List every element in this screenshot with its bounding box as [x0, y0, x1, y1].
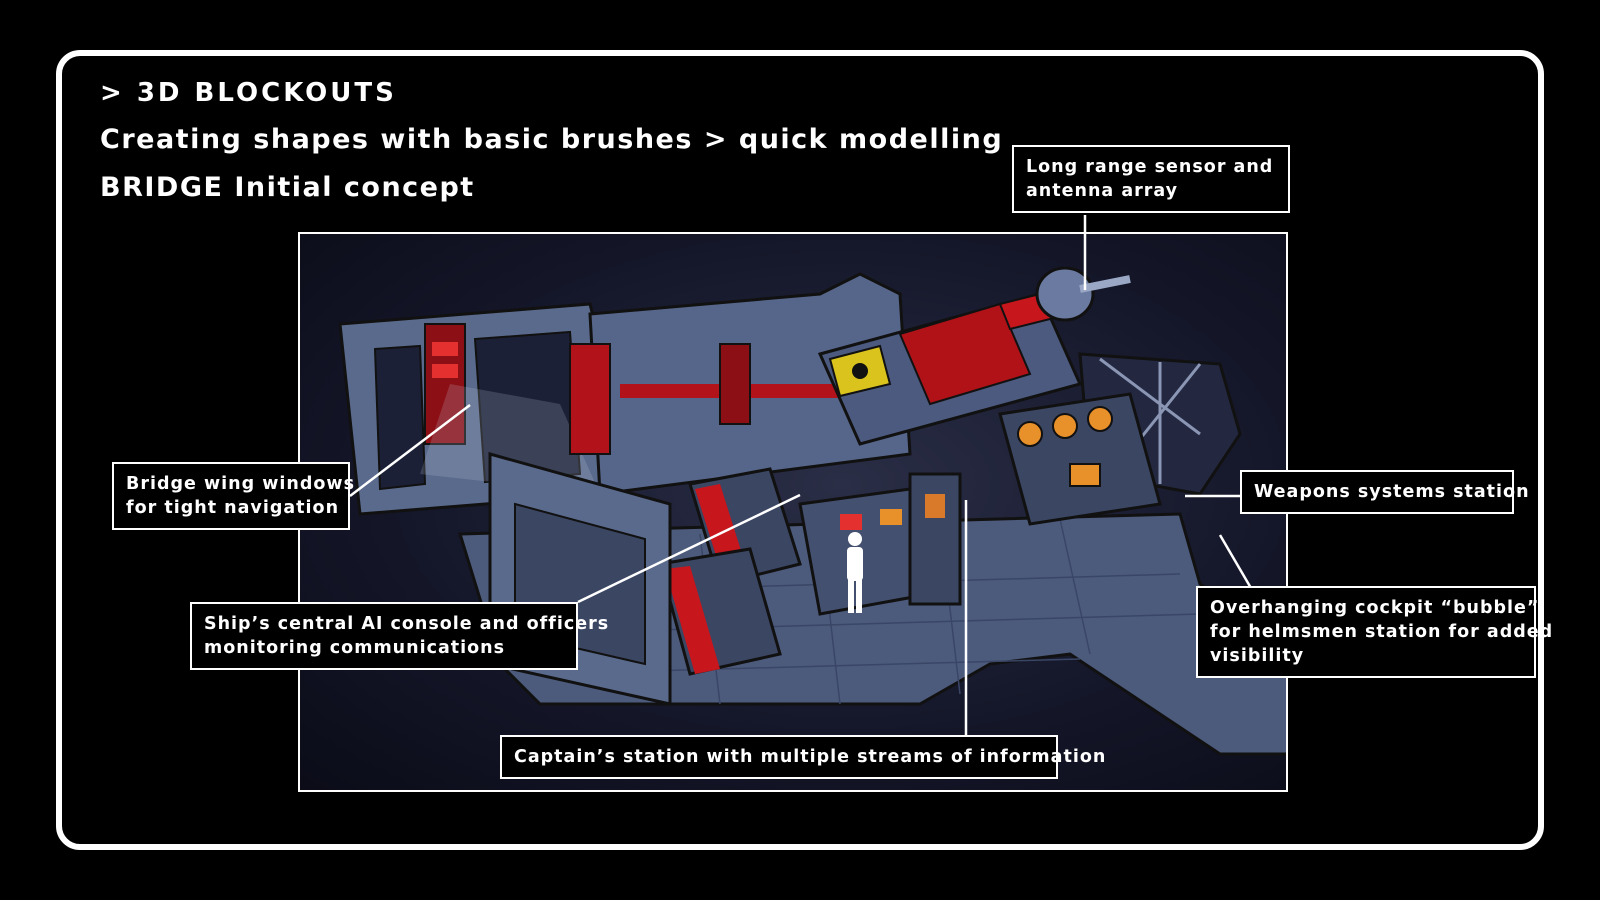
section-title: > 3D BLOCKOUTS [100, 78, 397, 108]
callout-ai-console: Ship’s central AI console and officers m… [190, 602, 610, 670]
callout-line: monitoring communications [204, 638, 506, 658]
callout-line: Ship’s central AI console and officers [204, 614, 610, 634]
slide-frame [56, 50, 1544, 850]
callout-line: for helmsmen station for added [1210, 622, 1554, 642]
callout-line: Captain’s station with multiple streams … [514, 747, 1107, 767]
weapons-console [998, 392, 1162, 526]
wing-window-right [473, 330, 582, 484]
bridge-blockout-drawing [338, 266, 1286, 756]
callout-line: Weapons systems station [1254, 482, 1530, 502]
callout-bridge-wing: Bridge wing windows for tight navigation [112, 462, 355, 530]
callout-sensor-array: Long range sensor and antenna array [1012, 145, 1290, 213]
callout-line: visibility [1210, 646, 1305, 666]
callout-line: Bridge wing windows [126, 474, 355, 494]
callout-cockpit-bubble: Overhanging cockpit “bubble” for helmsme… [1196, 586, 1554, 678]
captain-station [908, 472, 962, 606]
bridge-illustration [298, 232, 1288, 792]
human-scale-figure [847, 532, 863, 613]
subtitle: Creating shapes with basic brushes > qui… [100, 124, 1004, 155]
concept-title: BRIDGE Initial concept [100, 172, 475, 203]
wing-window-left [373, 344, 427, 491]
callout-line: for tight navigation [126, 498, 340, 518]
callout-weapons-station: Weapons systems station [1240, 470, 1530, 514]
callout-line: antenna array [1026, 181, 1179, 201]
callout-line: Long range sensor and [1026, 157, 1274, 177]
antenna-dish [1035, 266, 1095, 322]
callout-captain-station: Captain’s station with multiple streams … [500, 735, 1107, 779]
callout-line: Overhanging cockpit “bubble” [1210, 598, 1540, 618]
